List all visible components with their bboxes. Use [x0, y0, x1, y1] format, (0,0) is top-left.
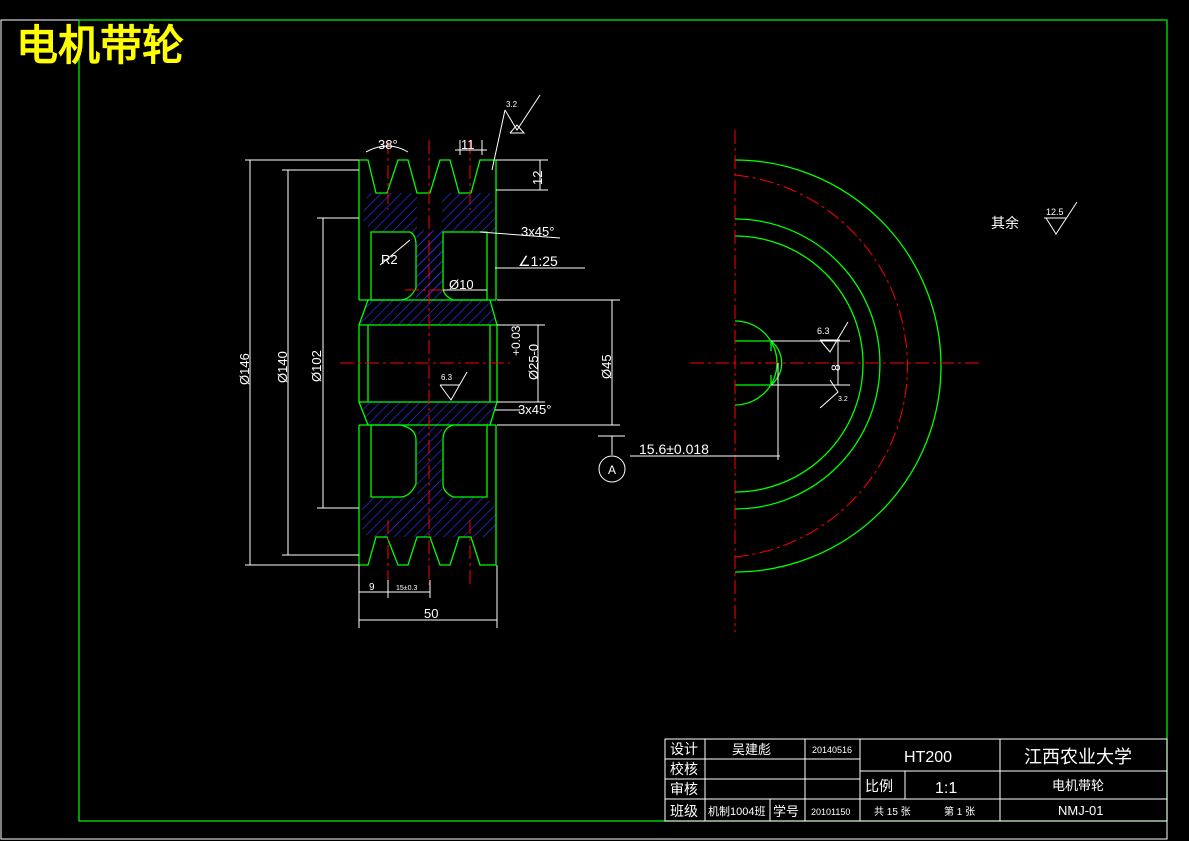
- section-dimension-lines: [245, 94, 620, 628]
- roughness-bore-value: 6.3: [441, 373, 453, 382]
- tb-scale-value: 1:1: [935, 780, 957, 797]
- side-view-dimension-lines: [598, 201, 1078, 460]
- tb-drawing-no: NMJ-01: [1058, 803, 1104, 818]
- roughness-top-value: 3.2: [506, 100, 518, 109]
- tb-material: HT200: [904, 749, 952, 766]
- tb-checker-label: 校核: [670, 761, 698, 777]
- datum-label: A: [608, 463, 616, 477]
- tb-scale-label: 比例: [865, 778, 893, 794]
- hatch-lower-hub: [359, 402, 497, 425]
- tb-part-name: 电机带轮: [1052, 778, 1104, 793]
- section-outline: [358, 159, 498, 566]
- dim-hub-dia: Ø45: [599, 354, 614, 379]
- dim-tolerance-upper: +0.03: [509, 325, 523, 356]
- sheet-inner-border: [78, 19, 1168, 822]
- tb-reviewer-label: 审核: [670, 781, 698, 797]
- tb-student-no-label: 学号: [773, 804, 799, 819]
- side-view-centerlines: [690, 130, 980, 632]
- dim-keyway-depth: 15.6±0.018: [639, 441, 709, 457]
- hatch-upper-hub: [359, 300, 497, 325]
- dim-taper: ∠1:25: [518, 253, 558, 269]
- dim-hole-dia: Ø10: [449, 277, 474, 292]
- side-view: A 15.6±0.018 6.3 8 3.2: [598, 130, 1078, 632]
- tb-designer-date: 20140516: [812, 745, 852, 755]
- dim-groove-angle: 38°: [378, 137, 398, 152]
- tb-class-label: 班级: [670, 803, 698, 819]
- tb-school: 江西农业大学: [1024, 747, 1132, 767]
- section-centerlines: [340, 140, 510, 585]
- side-view-arcs: [734, 159, 942, 573]
- dim-chamfer-bottom: 3x45°: [518, 402, 551, 417]
- drawing-title: 电机带轮: [16, 21, 184, 70]
- sheet-outer-border: [0, 19, 1168, 840]
- dim-pitch-tolerance: 15±0.3: [396, 585, 417, 592]
- dim-web-dia: Ø102: [309, 350, 324, 382]
- roughness-keyway-side: 6.3: [817, 326, 830, 336]
- title-block: 设计 吴建彪 20140516 校核 审核 班级 机制1004班 学号 2010…: [664, 738, 1168, 822]
- tb-sheet-no: 第 1 张: [944, 805, 975, 818]
- dim-keyway-width: 8: [829, 364, 843, 371]
- datum-circle: [598, 455, 626, 483]
- dim-groove-pitch: 11: [461, 137, 475, 152]
- tb-sheet-total: 共 15 张: [874, 806, 911, 818]
- dim-pitch-dia: Ø140: [275, 351, 290, 383]
- dim-outer-dia: Ø146: [237, 353, 252, 385]
- roughness-rest-label: 其余: [991, 215, 1019, 231]
- dim-bore-dia: Ø25-0: [526, 344, 541, 380]
- dim-width: 50: [424, 606, 438, 621]
- roughness-bore-symbol: [439, 371, 468, 401]
- dim-edge: 9: [369, 582, 375, 593]
- tb-designer-label: 设计: [670, 741, 698, 757]
- section-view: 38° 11 3.2 12 3x45° ∠1:25 R2 Ø10 +0.03 Ø…: [237, 94, 620, 628]
- roughness-rest-value: 12.5: [1046, 207, 1064, 217]
- tb-student-no-value: 20101150: [811, 807, 850, 817]
- dim-chamfer-top: 3x45°: [521, 224, 554, 239]
- dim-groove-depth: 12: [530, 171, 545, 185]
- tb-class-value: 机制1004班: [708, 804, 765, 818]
- tb-designer-name: 吴建彪: [732, 742, 771, 757]
- dim-fillet: R2: [381, 252, 398, 267]
- roughness-keyway-bottom: 3.2: [838, 396, 848, 403]
